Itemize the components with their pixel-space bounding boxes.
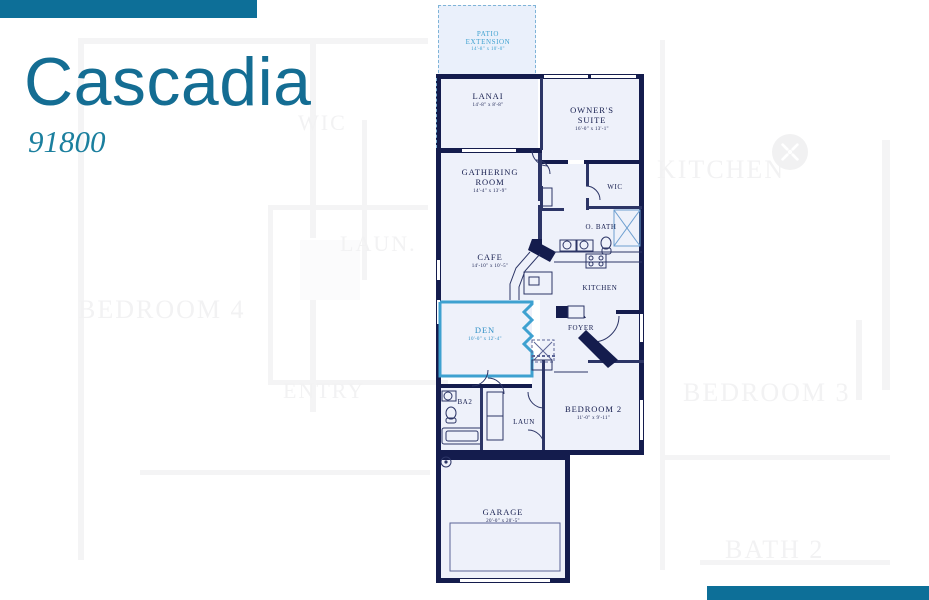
room-hall — [532, 360, 642, 390]
page-title: Cascadia — [24, 44, 312, 120]
room-bedroom-2 — [545, 388, 642, 450]
room-owners-suite — [542, 78, 642, 160]
room-patio-extension: PATIO EXTENSION 14'-8" x 10'-0" — [438, 5, 536, 78]
room-dims-patio-extension: 14'-8" x 10'-0" — [471, 47, 505, 53]
room-label-bath-2: BA2 — [457, 398, 473, 406]
title-block: Cascadia 91800 — [24, 48, 312, 157]
room-label-owners-bath: O. BATH — [585, 223, 617, 231]
room-label-cafe: CAFE — [477, 252, 503, 262]
watermark-label: BATH 2 — [725, 535, 825, 564]
room-kitchen — [540, 248, 642, 310]
room-label-lanai: LANAI — [472, 91, 504, 101]
room-label-laundry: LAUN — [513, 418, 535, 426]
room-label-foyer: FOYER — [568, 324, 594, 332]
accent-bar-top-left — [0, 0, 257, 18]
accent-bar-bottom-right — [707, 586, 929, 600]
room-label-gathering-room: GATHERING ROOM — [461, 167, 519, 187]
plan-number: 91800 — [28, 124, 106, 159]
room-label-patio-extension: PATIO EXTENSION — [465, 30, 511, 47]
room-owners-bath — [540, 164, 588, 248]
floor-plan-drawing: PATIO EXTENSION 14'-8" x 10'-0" LANAI 14… — [428, 0, 653, 600]
room-dims-cafe: 14'-10" x 10'-5" — [471, 263, 509, 269]
room-label-wic: WIC — [607, 183, 623, 191]
room-label-bedroom-2: BEDROOM 2 — [565, 404, 622, 414]
room-dims-gathering-room: 14'-4" x 13'-9" — [473, 188, 507, 194]
room-label-kitchen: KITCHEN — [582, 284, 618, 292]
room-label-den: DEN — [474, 325, 496, 335]
watermark-label: LAUN. — [340, 231, 417, 256]
room-dims-owners-suite: 16'-0" x 13'-1" — [575, 126, 609, 132]
room-dims-den: 10'-0" x 12'-4" — [468, 336, 502, 342]
watermark-label: KITCHEN — [657, 155, 786, 184]
watermark-label: BEDROOM 3 — [683, 378, 851, 407]
watermark-label: BEDROOM 4 — [78, 295, 246, 324]
room-foyer — [540, 310, 642, 360]
room-lanai — [438, 78, 538, 150]
room-label-garage: GARAGE — [482, 507, 524, 517]
room-dims-bedroom-2: 11'-0" x 9'-11" — [576, 415, 611, 421]
room-label-owners-suite: OWNER'S SUITE — [570, 105, 614, 125]
room-dims-garage: 20'-0" x 20'-5" — [486, 518, 520, 524]
watermark-label: ENTRY — [283, 378, 366, 403]
tools-icon — [772, 134, 808, 170]
room-dims-lanai: 14'-8" x 8'-8" — [472, 102, 504, 108]
